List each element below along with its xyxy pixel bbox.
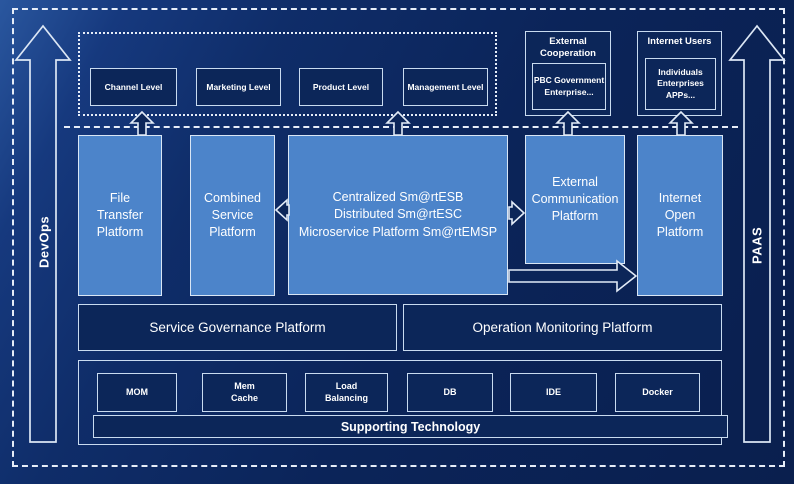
level-box-marketing: Marketing Level — [196, 68, 281, 106]
tech-box-ide: IDE — [510, 373, 597, 412]
service-governance-platform-box: Service Governance Platform — [78, 304, 397, 351]
supporting-technology-container — [78, 360, 722, 445]
paas-rail-label: PAAS — [749, 226, 765, 264]
combined-service-platform-box: Combined Service Platform — [190, 135, 275, 296]
internet-open-platform-box: Internet Open Platform — [637, 135, 723, 296]
level-box-product: Product Level — [299, 68, 383, 106]
devops-rail-label: DevOps — [36, 215, 52, 269]
internet-users-box: Internet Users Individuals Enterprises A… — [637, 31, 722, 116]
tech-box-mom: MOM — [97, 373, 177, 412]
central-esb-platform-box: Centralized Sm@rtESB Distributed Sm@rtES… — [288, 135, 508, 295]
external-cooperation-title: External Cooperation — [540, 36, 596, 59]
tech-box-db: DB — [407, 373, 493, 412]
operation-monitoring-platform-box: Operation Monitoring Platform — [403, 304, 722, 351]
internet-users-title: Internet Users — [647, 36, 712, 47]
levels-dotted-frame — [78, 32, 497, 116]
level-box-channel: Channel Level — [90, 68, 177, 106]
tech-box-mem-cache: Mem Cache — [202, 373, 287, 412]
file-transfer-platform-box: File Transfer Platform — [78, 135, 162, 296]
external-cooperation-members: PBC Government Enterprise... — [532, 63, 606, 110]
level-box-management: Management Level — [403, 68, 488, 106]
external-cooperation-box: External Cooperation PBC Government Ente… — [525, 31, 611, 116]
tech-box-docker: Docker — [615, 373, 700, 412]
supporting-technology-bar: Supporting Technology — [93, 415, 728, 438]
internet-users-members: Individuals Enterprises APPs... — [645, 58, 716, 110]
external-communication-platform-box: External Communication Platform — [525, 135, 625, 264]
bus-dashed-line — [64, 126, 738, 128]
tech-box-load-balancing: Load Balancing — [305, 373, 388, 412]
